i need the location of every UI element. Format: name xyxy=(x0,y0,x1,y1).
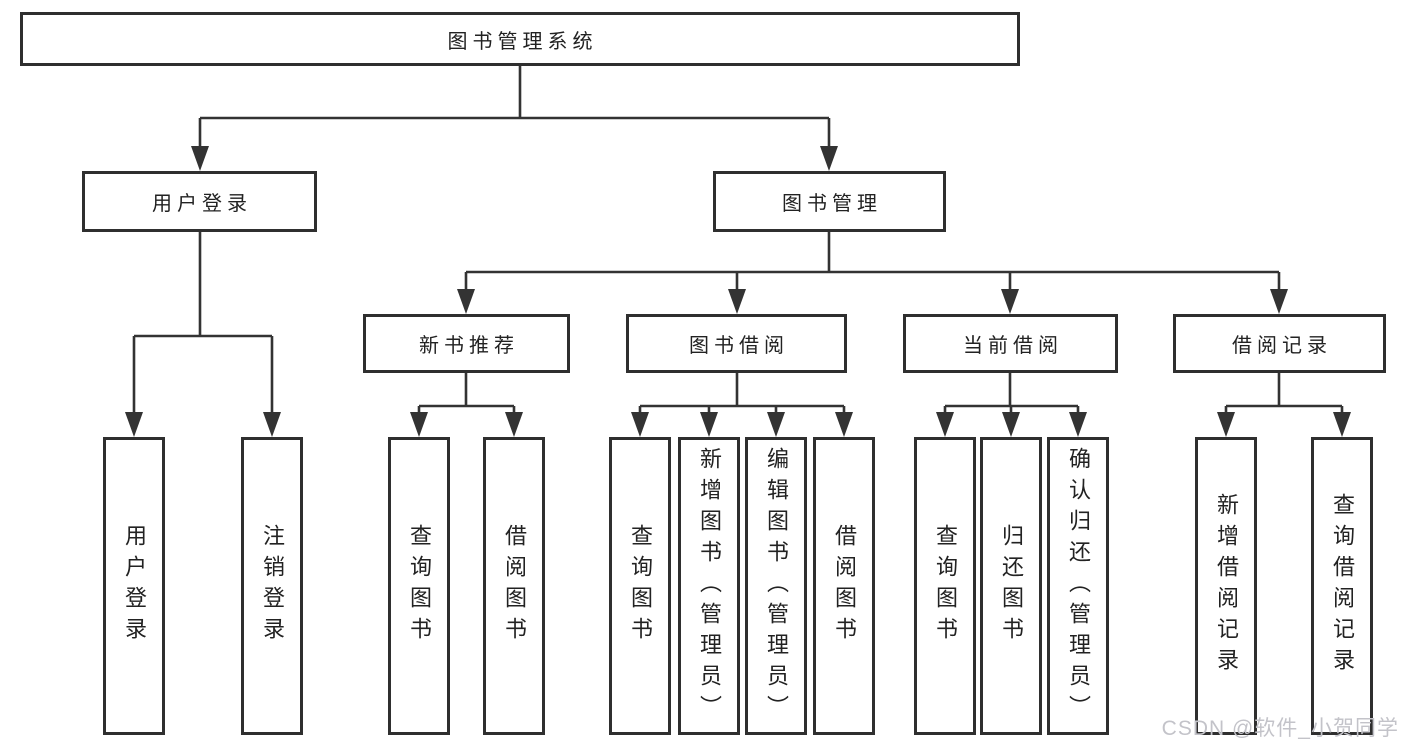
node-borrowing-records: 借阅记录 xyxy=(1173,314,1386,373)
leaf-borrow-book: 借阅图书 xyxy=(813,437,875,735)
leaf-add-borrow-record: 新增借阅记录 xyxy=(1195,437,1257,735)
connector-path xyxy=(132,66,1344,413)
leaf-query-books-current: 查询图书 xyxy=(914,437,976,735)
leaf-borrow-books-recommend: 借阅图书 xyxy=(483,437,545,735)
leaf-add-book-admin: 新增图书（管理员） xyxy=(678,437,740,735)
node-book-management: 图书管理 xyxy=(713,171,946,232)
leaf-user-login: 用户登录 xyxy=(103,437,165,735)
node-current-borrowing: 当前借阅 xyxy=(903,314,1118,373)
node-user-login: 用户登录 xyxy=(82,171,317,232)
arrowhead-icons xyxy=(125,146,1351,437)
node-book-borrowing: 图书借阅 xyxy=(626,314,847,373)
leaf-query-borrow-record: 查询借阅记录 xyxy=(1311,437,1373,735)
csdn-watermark: CSDN @软件_小贺同学 xyxy=(1161,717,1399,740)
leaf-logout: 注销登录 xyxy=(241,437,303,735)
leaf-edit-book-admin: 编辑图书（管理员） xyxy=(745,437,807,735)
node-root: 图书管理系统 xyxy=(20,12,1020,66)
leaf-query-books-borrow: 查询图书 xyxy=(609,437,671,735)
node-new-book-recommend: 新书推荐 xyxy=(363,314,570,373)
leaf-query-books-recommend: 查询图书 xyxy=(388,437,450,735)
leaf-return-book: 归还图书 xyxy=(980,437,1042,735)
leaf-confirm-return-admin: 确认归还（管理员） xyxy=(1047,437,1109,735)
